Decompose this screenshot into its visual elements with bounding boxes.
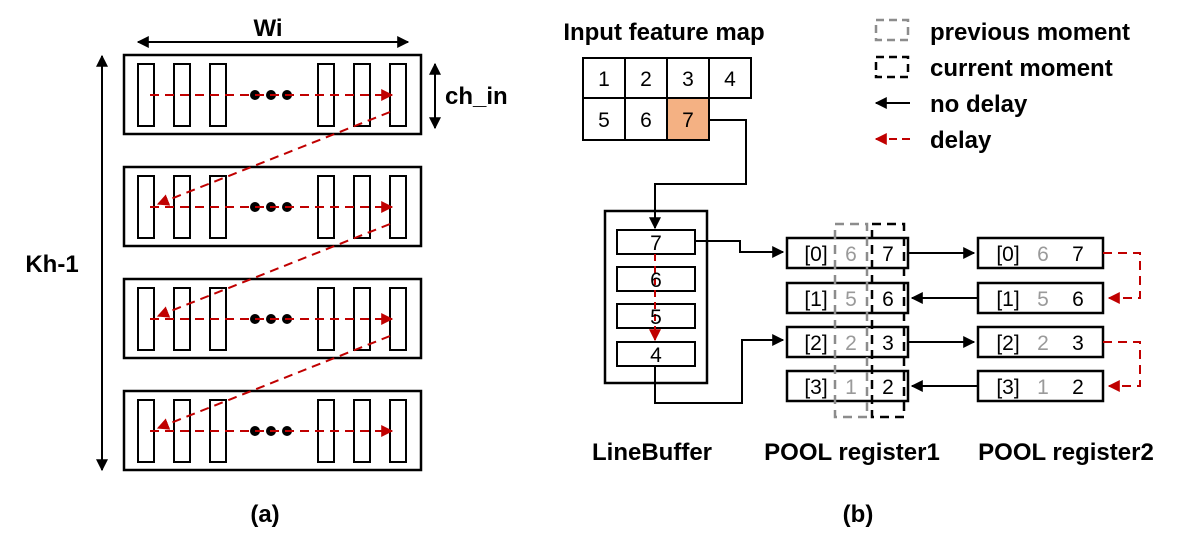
linebuffer-cell: 7 bbox=[650, 232, 662, 255]
legend-previous-swatch bbox=[874, 18, 910, 42]
pool1-prev-value: 2 bbox=[845, 332, 857, 355]
feature-map-cell: 4 bbox=[724, 68, 736, 91]
channel-label: ch_in bbox=[445, 83, 508, 110]
feature-map-title: Input feature map bbox=[563, 19, 764, 46]
caption-b: (b) bbox=[843, 501, 874, 528]
feature-map-cell: 1 bbox=[598, 68, 610, 91]
width-label: Wi bbox=[253, 15, 282, 42]
pool2-index: [1] bbox=[996, 288, 1019, 311]
pool2-prev-value: 1 bbox=[1037, 376, 1049, 399]
row-block-2 bbox=[122, 165, 423, 248]
row-block-4 bbox=[122, 389, 423, 472]
pool1-cur-value: 3 bbox=[882, 332, 894, 355]
feature-map-cell: 6 bbox=[640, 109, 652, 132]
lb-to-pool1-arrow bbox=[654, 334, 785, 404]
pool2-delay-loop bbox=[1103, 341, 1141, 392]
feature-map-grid: 1 2 3 4 5 6 7 bbox=[582, 57, 752, 141]
height-label: Kh-1 bbox=[25, 251, 78, 278]
lb-to-pool1-arrow bbox=[695, 240, 785, 258]
caption-a: (a) bbox=[250, 501, 279, 528]
pool2-cur-value: 6 bbox=[1072, 288, 1084, 311]
feature-map-cell: 7 bbox=[682, 109, 694, 132]
linebuffer-cell: 6 bbox=[650, 269, 662, 292]
pool1-cur-value: 7 bbox=[882, 243, 894, 266]
pool1-cur-value: 6 bbox=[882, 288, 894, 311]
pool2-prev-value: 2 bbox=[1037, 332, 1049, 355]
pool1-prev-value: 6 bbox=[845, 243, 857, 266]
pool1-index: [2] bbox=[804, 332, 827, 355]
pool1-index: [1] bbox=[804, 288, 827, 311]
legend-no-delay-label: no delay bbox=[930, 91, 1028, 118]
panel-a: Wi Kh-1 ch_in bbox=[25, 15, 507, 528]
linebuffer-cell: 4 bbox=[650, 344, 662, 367]
pool2-cur-value: 3 bbox=[1072, 332, 1084, 355]
legend: previous moment current moment no delay … bbox=[874, 18, 1130, 154]
linebuffer: 7 6 5 4 bbox=[603, 209, 709, 385]
pool-register2-label: POOL register2 bbox=[978, 439, 1154, 466]
pool-register-2: [0] 6 7 [1] 5 6 [2] 2 3 [3] 1 2 bbox=[976, 236, 1105, 403]
legend-delay-label: delay bbox=[930, 127, 992, 154]
current-moment-column bbox=[870, 222, 906, 419]
panel-b: Input feature map 1 2 3 4 5 6 7 bbox=[563, 18, 1154, 528]
legend-current-swatch bbox=[874, 55, 910, 79]
linebuffer-label: LineBuffer bbox=[592, 439, 712, 466]
pool2-prev-value: 6 bbox=[1037, 243, 1049, 266]
previous-moment-column bbox=[833, 222, 869, 419]
pool2-index: [2] bbox=[996, 332, 1019, 355]
row-block-3 bbox=[122, 277, 423, 360]
diagonal-delay-arrow bbox=[156, 223, 391, 318]
pool2-index: [3] bbox=[996, 376, 1019, 399]
pool1-cur-value: 2 bbox=[882, 376, 894, 399]
legend-previous-label: previous moment bbox=[930, 19, 1130, 46]
pool-register1-label: POOL register1 bbox=[764, 439, 940, 466]
pool1-index: [0] bbox=[804, 243, 827, 266]
diagonal-delay-arrow bbox=[156, 111, 391, 206]
feature-map-cell: 5 bbox=[598, 109, 610, 132]
pool2-prev-value: 5 bbox=[1037, 288, 1049, 311]
input-arrow bbox=[649, 119, 747, 230]
legend-current-label: current moment bbox=[930, 55, 1113, 82]
pool1-prev-value: 5 bbox=[845, 288, 857, 311]
row-block-1 bbox=[122, 53, 423, 136]
linebuffer-cell: 5 bbox=[650, 306, 662, 329]
pool-register-1: [0] 6 7 [1] 5 6 [2] 2 3 [3] 1 2 bbox=[785, 222, 910, 419]
feature-map-cell: 2 bbox=[640, 68, 652, 91]
diagonal-delay-arrow bbox=[156, 335, 391, 430]
pool1-prev-value: 1 bbox=[845, 376, 857, 399]
highlighted-cell bbox=[666, 97, 710, 141]
pool2-delay-loop bbox=[1103, 252, 1141, 304]
feature-map-cell: 3 bbox=[682, 68, 694, 91]
pool2-index: [0] bbox=[996, 243, 1019, 266]
pool2-cur-value: 2 bbox=[1072, 376, 1084, 399]
pool2-cur-value: 7 bbox=[1072, 243, 1084, 266]
pool1-index: [3] bbox=[804, 376, 827, 399]
